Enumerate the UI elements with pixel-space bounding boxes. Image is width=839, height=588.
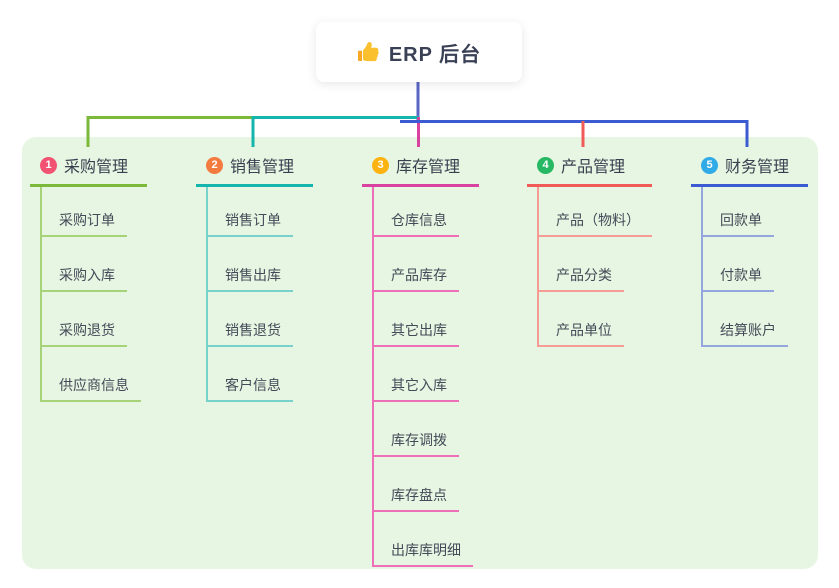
node-sales-return[interactable]: 销售退货	[208, 292, 293, 347]
node-purchase-inbound[interactable]: 采购入库	[42, 237, 127, 292]
branch-children: 产品（物料） 产品分类 产品单位	[537, 187, 652, 347]
branch-label: 采购管理	[64, 159, 129, 176]
branch-number-badge: 4	[537, 156, 554, 174]
branch-title-product[interactable]: 4 产品管理	[527, 147, 652, 187]
mindmap-canvas	[22, 137, 818, 569]
branch-label: 财务管理	[725, 159, 790, 176]
node-product-category[interactable]: 产品分类	[539, 237, 624, 292]
branch-title-sales[interactable]: 2 销售管理	[196, 147, 313, 187]
root-node-erp[interactable]: ERP 后台	[316, 22, 522, 82]
branch-number-badge: 3	[372, 156, 389, 174]
branch-inventory: 3 库存管理 仓库信息 产品库存 其它出库 其它入库 库存调拨 库存盘点 出库库…	[362, 147, 479, 567]
branch-number-badge: 5	[701, 156, 718, 174]
node-product-unit[interactable]: 产品单位	[539, 292, 624, 347]
node-settlement-account[interactable]: 结算账户	[703, 292, 788, 347]
node-warehouse-info[interactable]: 仓库信息	[374, 187, 459, 237]
branch-sales: 2 销售管理 销售订单 销售出库 销售退货 客户信息	[196, 147, 313, 402]
branch-label: 库存管理	[396, 159, 461, 176]
branch-title-inventory[interactable]: 3 库存管理	[362, 147, 479, 187]
node-product-stock[interactable]: 产品库存	[374, 237, 459, 292]
branch-title-purchase[interactable]: 1 采购管理	[30, 147, 147, 187]
branch-purchase: 1 采购管理 采购订单 采购入库 采购退货 供应商信息	[30, 147, 147, 402]
node-payment-bill[interactable]: 付款单	[703, 237, 774, 292]
branch-label: 销售管理	[230, 159, 295, 176]
thumbs-up-icon	[357, 41, 379, 61]
node-product-material[interactable]: 产品（物料）	[539, 187, 652, 237]
branch-children: 仓库信息 产品库存 其它出库 其它入库 库存调拨 库存盘点 出库库明细	[372, 187, 479, 567]
root-node-label: ERP 后台	[388, 43, 482, 66]
node-stock-count[interactable]: 库存盘点	[374, 457, 459, 512]
branch-children: 销售订单 销售出库 销售退货 客户信息	[206, 187, 313, 402]
node-supplier-info[interactable]: 供应商信息	[42, 347, 141, 402]
node-sales-outbound[interactable]: 销售出库	[208, 237, 293, 292]
node-stock-transfer[interactable]: 库存调拨	[374, 402, 459, 457]
node-sales-order[interactable]: 销售订单	[208, 187, 293, 237]
node-receipt-bill[interactable]: 回款单	[703, 187, 774, 237]
branch-product: 4 产品管理 产品（物料） 产品分类 产品单位	[527, 147, 652, 347]
branch-finance: 5 财务管理 回款单 付款单 结算账户	[691, 147, 808, 347]
branch-label: 产品管理	[561, 159, 626, 176]
node-purchase-order[interactable]: 采购订单	[42, 187, 127, 237]
branch-title-finance[interactable]: 5 财务管理	[691, 147, 808, 187]
branch-number-badge: 2	[206, 156, 223, 174]
node-purchase-return[interactable]: 采购退货	[42, 292, 127, 347]
branch-number-badge: 1	[40, 156, 57, 174]
node-outbound-detail[interactable]: 出库库明细	[374, 512, 473, 567]
branch-children: 回款单 付款单 结算账户	[701, 187, 808, 347]
branch-children: 采购订单 采购入库 采购退货 供应商信息	[40, 187, 147, 402]
node-other-inbound[interactable]: 其它入库	[374, 347, 459, 402]
node-other-outbound[interactable]: 其它出库	[374, 292, 459, 347]
node-customer-info[interactable]: 客户信息	[208, 347, 293, 402]
